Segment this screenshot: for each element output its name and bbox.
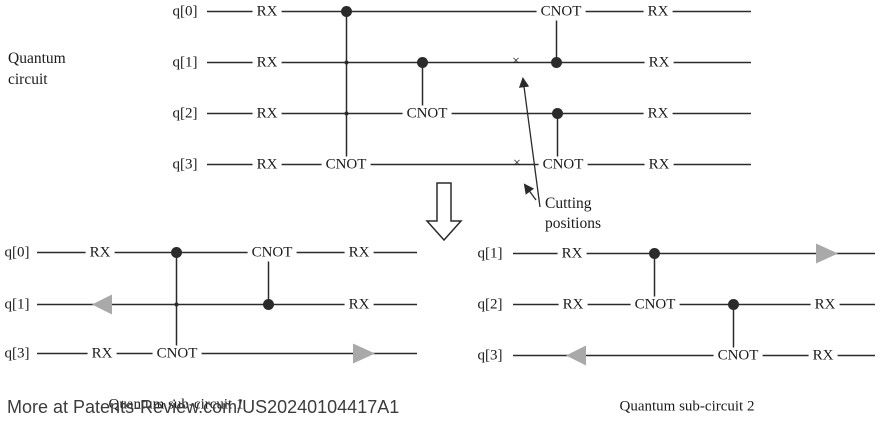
wire-arrow-left-icon [566,345,586,366]
wire-junction [344,111,349,116]
control-dot [417,57,428,68]
rx-gate: RX [810,296,840,314]
control-dot [341,6,352,17]
qubit-label: q[2] [477,296,503,313]
cnot-gate: CNOT [713,347,763,365]
cnot-gate: CNOT [247,244,297,262]
control-dot [728,299,739,310]
rx-gate: RX [252,3,282,21]
rx-gate: RX [252,156,282,174]
rx-gate: RX [252,54,282,72]
wire-arrow-right-icon [816,243,838,264]
qubit-label: q[1] [4,296,30,313]
qubit-label: q[3] [172,156,198,173]
figure-title-line1: Quantum [8,50,66,67]
rx-gate: RX [644,54,674,72]
top-circuit-wires [207,6,751,166]
control-dot [649,248,660,259]
transform-down-arrow-icon [425,182,463,242]
rx-gate: RX [344,244,374,262]
qubit-label: q[1] [172,54,198,71]
rx-gate: RX [344,296,374,314]
cutting-positions-line2: positions [545,215,601,232]
cnot-gate: CNOT [152,345,202,363]
cutting-positions-label: Cutting positions [545,194,601,234]
control-dot [171,247,182,258]
control-dot [263,299,274,310]
wire-junction [344,60,349,65]
cut-pointer-arrow [518,76,541,208]
cut-mark-icon: × [513,156,521,171]
cutting-positions-line1: Cutting [545,195,592,212]
cnot-gate: CNOT [536,3,586,21]
cnot-gate: CNOT [321,156,371,174]
cnot-gate: CNOT [630,296,680,314]
cut-pointer-arrow [523,183,537,201]
rx-gate: RX [644,156,674,174]
watermark-text: More at Patents-Review.com/US20240104417… [7,397,400,417]
rx-gate: RX [252,105,282,123]
control-dot [551,57,562,68]
qubit-label: q[2] [172,105,198,122]
qubit-label: q[0] [172,3,198,20]
rx-gate: RX [87,345,117,363]
qubit-label: q[1] [477,245,503,262]
qubit-label: q[3] [477,347,503,364]
rx-gate: RX [558,296,588,314]
sub-circuit-1-caption: Quantum sub-circuit 1 [108,396,244,413]
wire-junction [174,302,179,307]
sub-circuit-2-caption: Quantum sub-circuit 2 [619,398,755,415]
rx-gate: RX [557,245,587,263]
wire-arrow-left-icon [92,294,112,315]
wire-arrow-right-icon [353,343,375,364]
qubit-label: q[3] [4,345,30,362]
rx-gate: RX [808,347,838,365]
cnot-gate: CNOT [538,156,588,174]
cutting-arrows [518,76,541,208]
figure-title-line2: circuit [8,71,48,88]
figure-title: Quantum circuit [8,48,66,90]
cut-mark-icon: × [512,54,520,69]
control-dot [552,108,563,119]
rx-gate: RX [85,244,115,262]
qubit-label: q[0] [4,244,30,261]
cnot-gate: CNOT [402,105,452,123]
rx-gate: RX [643,3,673,21]
rx-gate: RX [643,105,673,123]
